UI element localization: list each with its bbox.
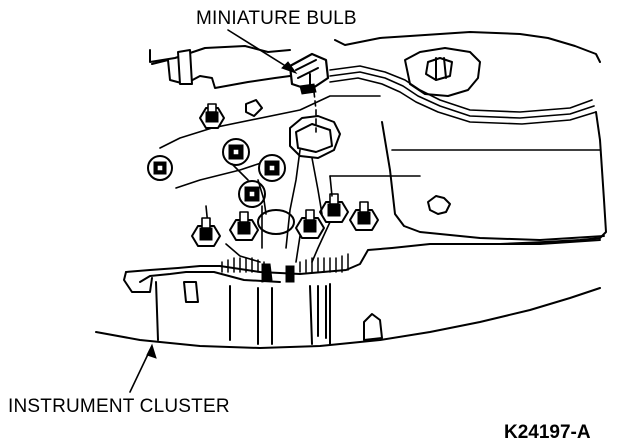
instrument-cluster-leader: [129, 349, 151, 393]
miniature-bulb-arrowhead: [281, 61, 298, 75]
miniature-bulb-part: [288, 52, 330, 95]
instrument-cluster-illustration: [95, 31, 607, 349]
instrument-cluster-label: INSTRUMENT CLUSTER: [8, 396, 230, 417]
miniature-bulb-leader: [227, 29, 293, 71]
bulb-insertion-path: [313, 91, 317, 133]
instrument-cluster-arrowhead: [146, 343, 157, 359]
figure-reference: K24197-A: [504, 422, 591, 443]
miniature-bulb-label: MINIATURE BULB: [196, 8, 357, 29]
bulb-socket-group: [147, 103, 379, 247]
callout-instrument-cluster: INSTRUMENT CLUSTER: [8, 343, 230, 417]
callout-miniature-bulb: MINIATURE BULB: [196, 8, 357, 75]
